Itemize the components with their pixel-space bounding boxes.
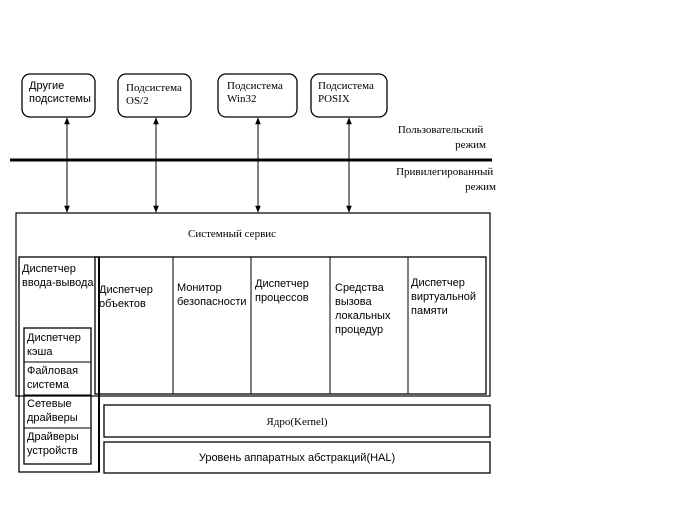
subsystem-label: Другие подсистемы	[29, 80, 91, 105]
executive-row	[94, 256, 487, 395]
user-mode-label: Пользовательский режим	[398, 124, 486, 151]
io-component-network-drivers: Сетевые драйверы	[27, 398, 78, 424]
subsystem-label: Подсистема POSIX	[318, 80, 377, 105]
subsystem-posix: Подсистема POSIX	[310, 73, 388, 118]
security-monitor-label: Монитор безопасности	[177, 282, 247, 308]
lpc-label: Средства вызова локальных процедур	[335, 282, 394, 336]
subsystem-label: Подсистема Win32	[227, 80, 286, 105]
subsystem-other: Другие подсистемы	[21, 73, 96, 118]
io-manager: Диспетчер ввода-вывода Диспетчер кэша Фа…	[18, 256, 100, 473]
io-component-filesystem: Файловая система	[27, 365, 81, 391]
hal-label: Уровень аппаратных абстракций(HAL)	[199, 452, 395, 464]
vm-manager-label: Диспетчер виртуальной памяти	[411, 277, 479, 317]
io-component-device-drivers: Драйверы устройств	[27, 431, 82, 457]
system-service-label: Системный сервис	[188, 228, 276, 240]
subsystem-label: Подсистема OS/2	[126, 82, 185, 107]
process-manager-label: Диспетчер процессов	[255, 278, 312, 304]
kernel-mode-label: Привилегированный режим	[396, 166, 496, 193]
kernel-label: Ядро(Kernel)	[266, 416, 328, 428]
subsystem-win32: Подсистема Win32	[217, 73, 298, 118]
io-manager-label: Диспетчер ввода-вывода	[22, 263, 94, 289]
system-service-box	[15, 212, 491, 397]
kernel-box	[103, 404, 491, 438]
io-component-cache: Диспетчер кэша	[27, 332, 84, 358]
subsystem-os2: Подсистема OS/2	[117, 73, 192, 118]
hal-box	[103, 441, 491, 474]
object-manager-label: Диспетчер объектов	[99, 284, 156, 310]
